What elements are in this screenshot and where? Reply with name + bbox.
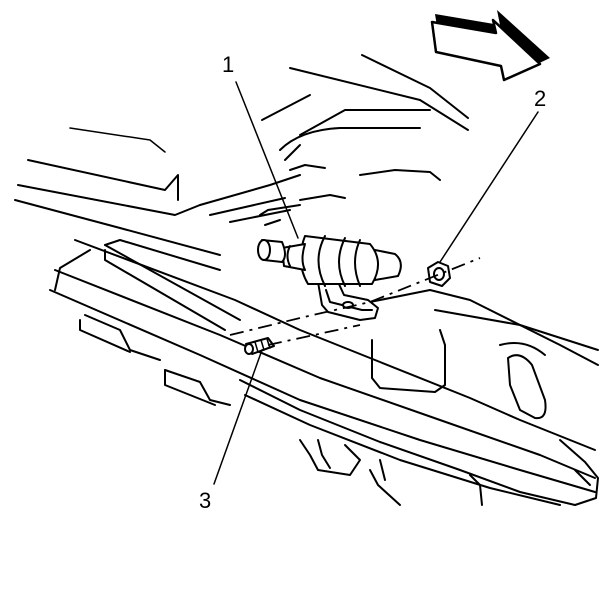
direction-arrow-icon (430, 10, 550, 82)
hex-nut (427, 261, 451, 287)
callout-label-3: 3 (199, 488, 211, 513)
stud-centerline (267, 324, 361, 346)
callout-label-2: 2 (534, 86, 546, 111)
callout-label-1: 1 (222, 52, 234, 77)
stud (244, 337, 275, 355)
assembly-centerline (229, 257, 481, 336)
leader-lines (213, 81, 539, 485)
vehicle-frame (14, 54, 599, 506)
cylinder-component (257, 235, 402, 321)
